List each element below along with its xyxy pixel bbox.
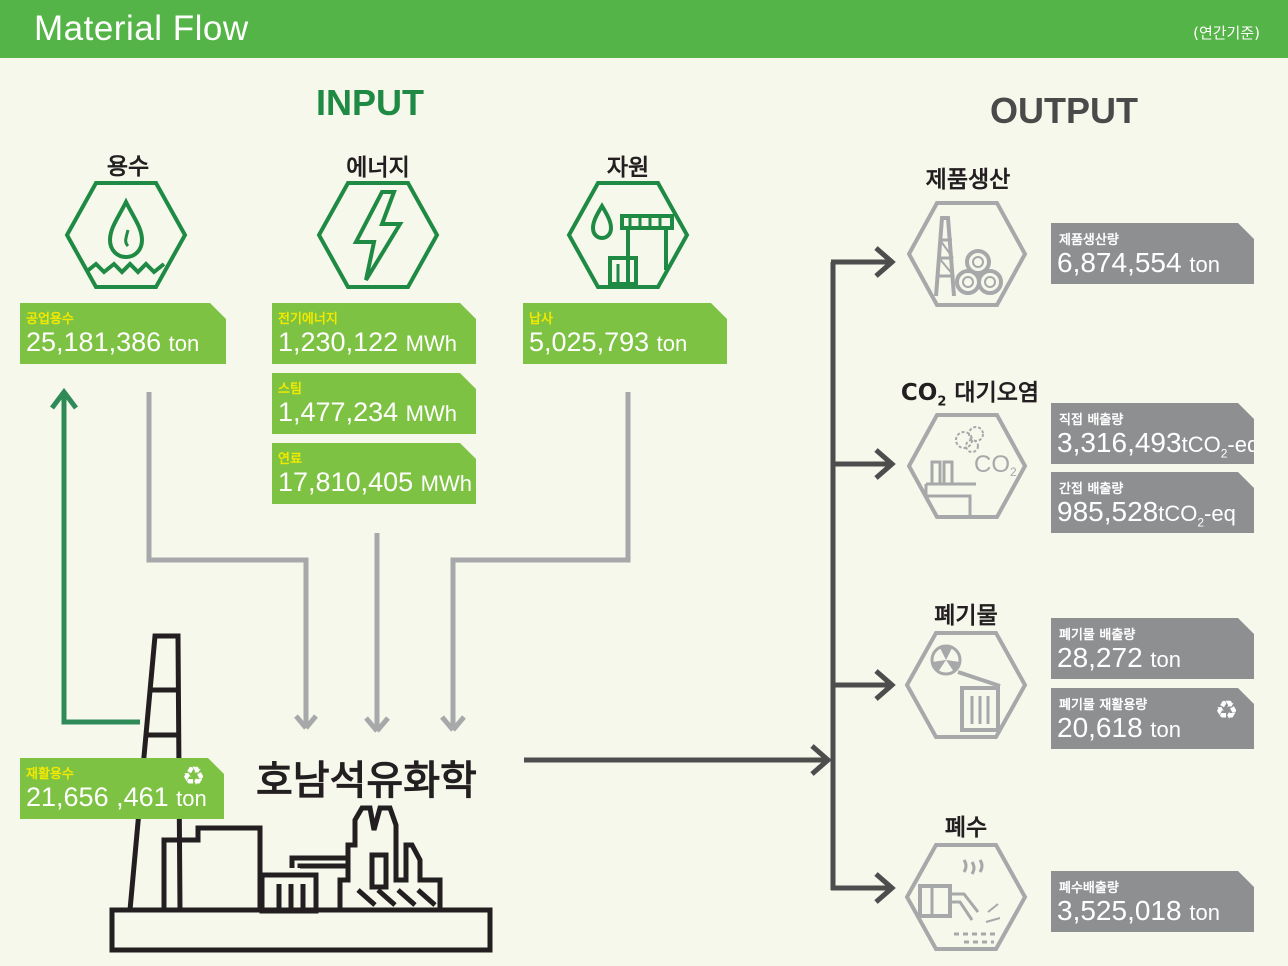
- category-energy: 에너지: [346, 155, 410, 181]
- industrial-water-box: 공업용수 25,181,386 ton: [20, 303, 226, 364]
- lightning-icon: [316, 181, 440, 289]
- wastewater-value: 3,525,018 ton: [1057, 895, 1220, 927]
- electricity-value: 1,230,122 MWh: [278, 327, 457, 358]
- water-drop-icon: [64, 181, 188, 289]
- output-flow-lines: [524, 246, 896, 904]
- recycled-water-box: 재활용수 21,656 ,461 ton ♻: [20, 758, 224, 819]
- recycled-water-number: 21,656 ,461: [26, 782, 169, 812]
- production-value: 6,874,554 ton: [1057, 247, 1220, 279]
- direct-emission-value: 3,316,493tCO2-eq: [1057, 427, 1259, 460]
- direct-emission-label: 직접 배출량: [1059, 413, 1124, 428]
- naphtha-box: 납사 5,025,793 ton: [523, 303, 727, 364]
- electricity-unit: MWh: [405, 331, 457, 356]
- electricity-box: 전기에너지 1,230,122 MWh: [272, 303, 476, 364]
- naphtha-value: 5,025,793 ton: [529, 327, 687, 358]
- wastewater-label: 폐수배출량: [1059, 881, 1119, 896]
- page-title: Material Flow: [34, 9, 249, 48]
- co2-rest: 대기오염: [946, 380, 1040, 406]
- waste-recycle-number: 20,618: [1057, 712, 1143, 743]
- co2-factory-icon: CO2: [906, 413, 1028, 519]
- waste-recycle-value: 20,618 ton: [1057, 712, 1181, 744]
- input-flow-lines: [146, 392, 631, 733]
- waste-value: 28,272 ton: [1057, 642, 1181, 674]
- fuel-label: 연료: [278, 452, 302, 467]
- production-label: 제품생산량: [1059, 233, 1119, 248]
- fuel-unit: MWh: [420, 471, 472, 496]
- steam-label: 스팀: [278, 382, 302, 397]
- recycled-water-value: 21,656 ,461 ton: [26, 782, 207, 813]
- wastewater-number: 3,525,018: [1057, 895, 1182, 926]
- recycle-icon: ♻: [182, 762, 206, 792]
- waste-unit: ton: [1150, 647, 1182, 672]
- fuel-number: 17,810,405: [278, 467, 414, 497]
- indirect-emission-label: 간접 배출량: [1059, 482, 1124, 497]
- basis-note: (연간기준): [1193, 24, 1260, 42]
- direct-emission-number: 3,316,493: [1057, 427, 1182, 458]
- recycled-water-label: 재활용수: [26, 767, 74, 782]
- indirect-emission-value: 985,528tCO2-eq: [1057, 496, 1236, 529]
- production-unit: ton: [1189, 252, 1220, 277]
- output-title: OUTPUT: [990, 90, 1138, 131]
- industrial-water-value: 25,181,386 ton: [26, 327, 199, 358]
- co2-icon-text: CO2: [974, 451, 1017, 479]
- category-resource: 자원: [606, 155, 650, 181]
- indirect-emission-box: 간접 배출량 985,528tCO2-eq: [1051, 472, 1254, 533]
- waste-label: 폐기물 배출량: [1059, 628, 1136, 643]
- waste-number: 28,272: [1057, 642, 1143, 673]
- wastewater-unit: ton: [1189, 900, 1220, 925]
- production-icon: [906, 201, 1028, 307]
- electricity-label: 전기에너지: [278, 312, 338, 327]
- production-number: 6,874,554: [1057, 247, 1182, 278]
- industrial-water-unit: ton: [168, 331, 200, 356]
- co2-sub: 2: [937, 394, 947, 410]
- industrial-water-number: 25,181,386: [26, 327, 162, 357]
- waste-recycle-unit: ton: [1150, 717, 1182, 742]
- category-waste: 폐기물: [934, 603, 998, 629]
- waste-icon: [904, 631, 1028, 739]
- steam-number: 1,477,234: [278, 397, 399, 427]
- category-water: 용수: [106, 154, 150, 180]
- category-wastewater: 폐수: [944, 815, 988, 841]
- production-box: 제품생산량 6,874,554 ton: [1051, 223, 1254, 284]
- category-co2: CO2 대기오염: [901, 373, 1039, 410]
- waste-recycle-box: 폐기물 재활용량 20,618 ton ♻: [1051, 688, 1254, 749]
- fuel-value: 17,810,405 MWh: [278, 467, 472, 498]
- indirect-emission-unit: tCO2-eq: [1158, 501, 1236, 530]
- steam-box: 스팀 1,477,234 MWh: [272, 373, 476, 434]
- input-title: INPUT: [316, 82, 424, 123]
- naphtha-unit: ton: [656, 331, 688, 356]
- waste-recycle-label: 폐기물 재활용량: [1059, 698, 1148, 713]
- waste-box: 폐기물 배출량 28,272 ton: [1051, 618, 1254, 679]
- refinery-icon: [566, 181, 690, 289]
- direct-emission-box: 직접 배출량 3,316,493tCO2-eq: [1051, 403, 1254, 464]
- wastewater-icon: [904, 843, 1028, 951]
- steam-unit: MWh: [405, 401, 457, 426]
- industrial-water-label: 공업용수: [26, 312, 74, 327]
- company-name: 호남석유화학: [256, 758, 477, 804]
- co2-text: CO: [900, 380, 938, 406]
- category-production: 제품생산: [925, 167, 1011, 193]
- direct-emission-unit: tCO2-eq: [1181, 432, 1260, 461]
- steam-value: 1,477,234 MWh: [278, 397, 457, 428]
- recycle-icon: ♻: [1215, 696, 1239, 726]
- recycled-water-unit: ton: [176, 786, 207, 811]
- electricity-number: 1,230,122: [278, 327, 399, 357]
- wastewater-box: 폐수배출량 3,525,018 ton: [1051, 871, 1254, 932]
- fuel-box: 연료 17,810,405 MWh: [272, 443, 476, 504]
- naphtha-number: 5,025,793: [529, 327, 650, 357]
- recycle-flow-line: [50, 387, 140, 725]
- indirect-emission-number: 985,528: [1057, 496, 1159, 527]
- header-bar: Material Flow (연간기준): [0, 0, 1288, 58]
- naphtha-label: 납사: [529, 312, 553, 327]
